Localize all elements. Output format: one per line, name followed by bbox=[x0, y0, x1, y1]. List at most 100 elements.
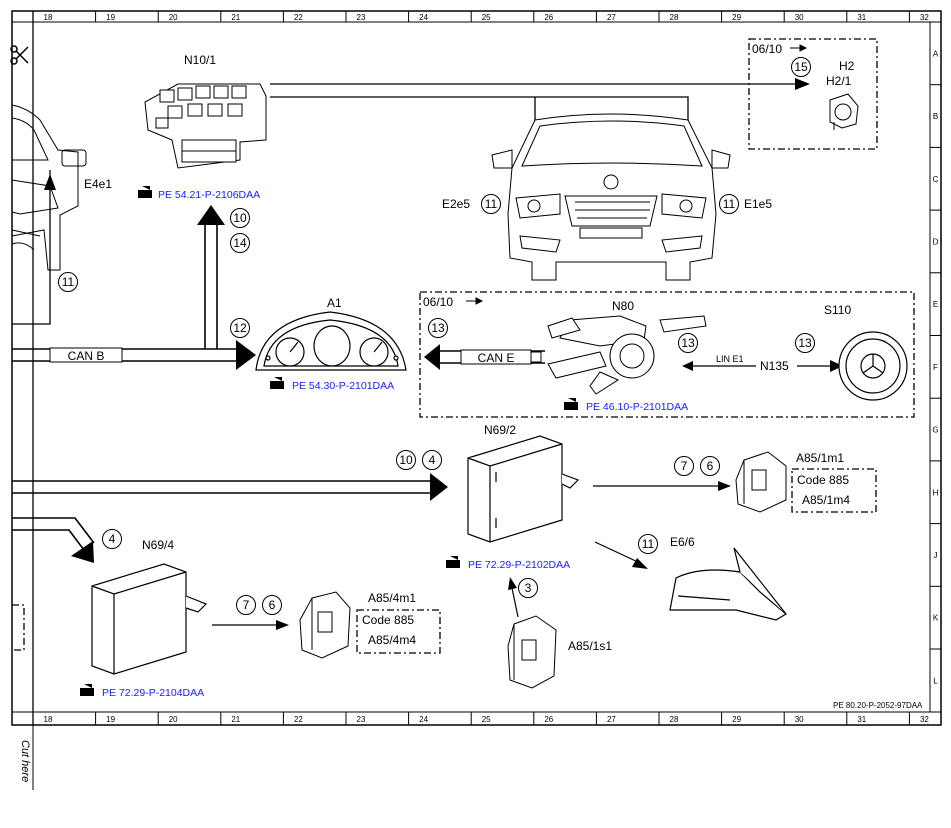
label-n10-1: N10/1 bbox=[184, 53, 216, 67]
callout-7: 7 bbox=[236, 595, 256, 615]
row-letter: B bbox=[933, 112, 938, 121]
column-number: 27 bbox=[607, 715, 616, 724]
svg-text:11: 11 bbox=[62, 275, 75, 289]
date-label-2: 06/10 bbox=[423, 295, 453, 309]
label-code885-b: Code 885 bbox=[362, 613, 414, 627]
label-e2e5: E2e5 bbox=[442, 197, 470, 211]
label-e6-6: E6/6 bbox=[670, 535, 695, 549]
column-number: 26 bbox=[544, 13, 553, 22]
row-letter: H bbox=[933, 488, 939, 497]
label-n69-2: N69/2 bbox=[484, 423, 516, 437]
column-number: 22 bbox=[294, 13, 303, 22]
date-label-1: 06/10 bbox=[752, 42, 782, 56]
callout-7: 7 bbox=[674, 456, 694, 476]
callout-10: 10 bbox=[230, 208, 250, 228]
svg-text:7: 7 bbox=[243, 598, 250, 612]
reference-link[interactable]: PE 54.21-P-2106DAA bbox=[138, 186, 260, 201]
reference-link[interactable]: PE 46.10-P-2101DAA bbox=[564, 398, 688, 413]
column-number: 24 bbox=[419, 715, 428, 724]
exterior-mirror-e6-6 bbox=[669, 547, 788, 621]
steering-column-module-n80 bbox=[547, 315, 707, 395]
reference-link[interactable]: PE 54.30-P-2101DAA bbox=[270, 377, 394, 392]
callout-13: 13 bbox=[428, 318, 448, 338]
column-number: 27 bbox=[607, 13, 616, 22]
column-number: 19 bbox=[106, 715, 115, 724]
column-number: 26 bbox=[544, 715, 553, 724]
column-number: 20 bbox=[169, 715, 178, 724]
callout-11: 11 bbox=[719, 194, 739, 214]
steering-wheel-s110 bbox=[838, 331, 908, 401]
sam-module-n10-1 bbox=[144, 83, 267, 169]
callout-4: 4 bbox=[102, 529, 122, 549]
column-number: 21 bbox=[231, 715, 240, 724]
reference-link[interactable]: PE 72.29-P-2104DAA bbox=[80, 684, 204, 699]
can-b-box: CAN B bbox=[49, 347, 123, 363]
hand-pointer-icon bbox=[270, 377, 284, 389]
svg-text:4: 4 bbox=[429, 453, 436, 467]
hand-pointer-icon bbox=[80, 684, 94, 696]
svg-text:6: 6 bbox=[269, 598, 276, 612]
label-a85-4m1: A85/4m1 bbox=[368, 591, 416, 605]
vehicle-front-view bbox=[491, 113, 731, 281]
column-number: 20 bbox=[169, 13, 178, 22]
column-number: 32 bbox=[920, 715, 929, 724]
svg-text:PE 54.21-P-2106DAA: PE 54.21-P-2106DAA bbox=[158, 189, 260, 201]
scissors-icon bbox=[10, 45, 29, 65]
label-n69-4: N69/4 bbox=[142, 538, 174, 552]
label-a85-1m1: A85/1m1 bbox=[796, 451, 844, 465]
callout-4: 4 bbox=[422, 450, 442, 470]
svg-text:CAN B: CAN B bbox=[68, 349, 105, 363]
column-number: 23 bbox=[357, 13, 366, 22]
callout-circles: 10 14 11 12 15 11 11 13 13 13 10 4 7 6 4… bbox=[58, 57, 815, 615]
date-arrow-icons bbox=[466, 44, 808, 305]
door-control-unit-n69-4 bbox=[91, 563, 208, 675]
row-letter: C bbox=[933, 175, 939, 184]
callout-3: 3 bbox=[518, 578, 538, 598]
callout-11: 11 bbox=[58, 272, 78, 292]
label-a1: A1 bbox=[327, 296, 342, 310]
row-letter: L bbox=[933, 676, 938, 685]
svg-text:10: 10 bbox=[233, 211, 247, 225]
dashed-group-boxes bbox=[12, 38, 915, 654]
label-e4e1: E4e1 bbox=[84, 177, 112, 191]
column-number: 31 bbox=[857, 715, 866, 724]
svg-text:11: 11 bbox=[723, 197, 736, 211]
column-number: 18 bbox=[44, 715, 53, 724]
label-code885-a: Code 885 bbox=[797, 473, 849, 487]
svg-text:PE 72.29-P-2102DAA: PE 72.29-P-2102DAA bbox=[468, 559, 570, 571]
column-number: 23 bbox=[357, 715, 366, 724]
callout-13: 13 bbox=[678, 333, 698, 353]
column-number: 24 bbox=[419, 13, 428, 22]
row-letter: K bbox=[933, 614, 939, 623]
svg-text:10: 10 bbox=[399, 453, 413, 467]
column-number: 25 bbox=[482, 13, 491, 22]
reference-link[interactable]: PE 72.29-P-2102DAA bbox=[446, 556, 570, 571]
wiring-lines bbox=[12, 83, 830, 626]
column-number: 25 bbox=[482, 715, 491, 724]
door-lock-motor-a85-1m1 bbox=[735, 451, 787, 513]
svg-text:13: 13 bbox=[798, 336, 812, 350]
horn-h2 bbox=[829, 93, 859, 130]
svg-text:CAN E: CAN E bbox=[478, 351, 515, 365]
column-number: 30 bbox=[795, 715, 804, 724]
svg-text:PE 54.30-P-2101DAA: PE 54.30-P-2101DAA bbox=[292, 380, 394, 392]
svg-text:13: 13 bbox=[431, 321, 445, 335]
callout-13: 13 bbox=[795, 333, 815, 353]
hand-pointer-icon bbox=[138, 186, 152, 198]
svg-text:15: 15 bbox=[794, 60, 808, 74]
label-h2-1: H2/1 bbox=[826, 74, 852, 88]
svg-text:13: 13 bbox=[681, 336, 695, 350]
hand-pointer-icon bbox=[446, 556, 460, 568]
column-number: 29 bbox=[732, 13, 741, 22]
svg-text:PE 46.10-P-2101DAA: PE 46.10-P-2101DAA bbox=[586, 401, 688, 413]
row-letter: F bbox=[933, 363, 938, 372]
vehicle-partial-left bbox=[11, 104, 87, 271]
can-e-box: CAN E bbox=[460, 349, 542, 365]
label-a85-1m4: A85/1m4 bbox=[802, 493, 850, 507]
svg-text:12: 12 bbox=[233, 321, 247, 335]
cross-references: PE 54.21-P-2106DAA PE 54.30-P-2101DAA PE… bbox=[80, 186, 688, 699]
door-lock-motor-a85-4m1 bbox=[299, 591, 351, 659]
